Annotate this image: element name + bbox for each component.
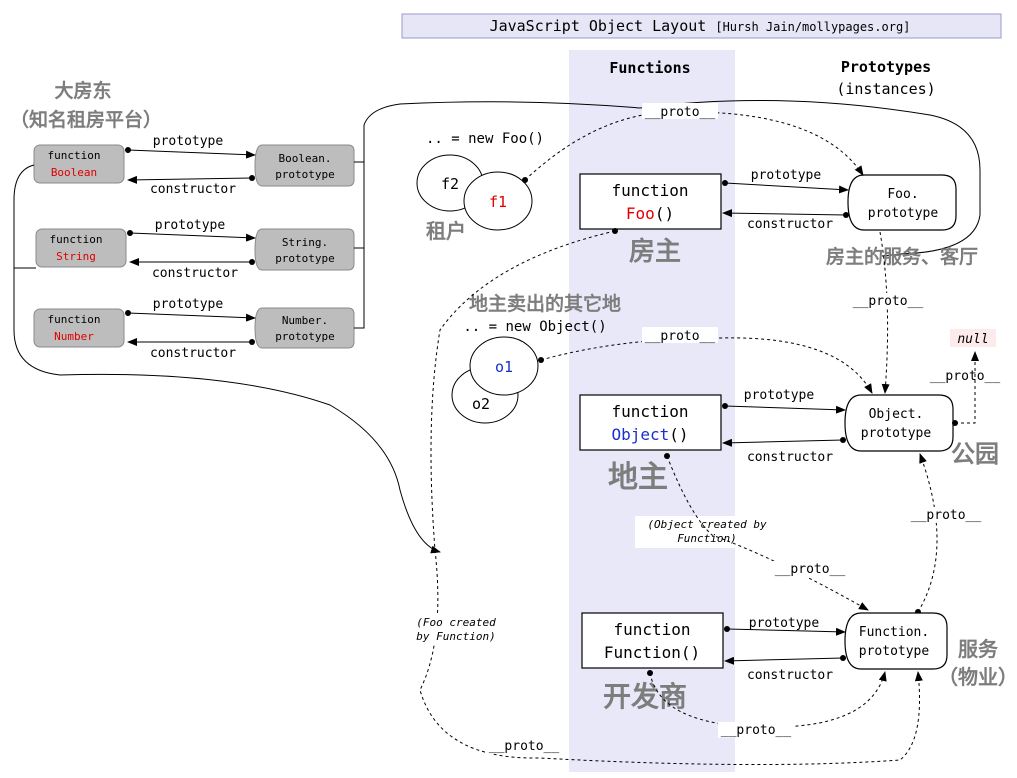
function-fn-keyword: function	[613, 620, 690, 639]
object-fn-keyword: function	[611, 402, 688, 421]
functions-header: Functions	[609, 59, 690, 77]
boolean-proto-line1: Boolean.	[279, 152, 332, 165]
f1-label: f1	[489, 193, 507, 211]
f2-label: f2	[441, 175, 459, 193]
boolean-fn-name: Boolean	[51, 166, 97, 179]
number-fn-keyword: function	[48, 313, 101, 326]
object-created-by-line2: Function)	[677, 532, 737, 545]
ground-owner-label: 地主	[608, 460, 668, 495]
boolean-function-node: function Boolean	[33, 144, 125, 184]
foo-proto-line1: Foo.	[887, 187, 918, 202]
object-constructor-edge-label: constructor	[747, 450, 833, 465]
tenant-label: 租户	[426, 219, 466, 243]
foo-fn-keyword: function	[611, 181, 688, 200]
string-fn-name: String	[56, 250, 96, 263]
function-proto-line2: prototype	[859, 644, 930, 659]
number-prototype-label: prototype	[153, 297, 224, 312]
object-proto-line2: prototype	[861, 426, 932, 441]
new-foo-label: .. = new Foo()	[426, 131, 544, 147]
diagram-title: JavaScript Object Layout	[490, 17, 707, 35]
foo-proto-line2: prototype	[868, 206, 939, 221]
prototypes-header: Prototypes	[841, 58, 931, 76]
svg-text:Foo(): Foo()	[626, 204, 674, 223]
other-land-label: 地主卖出的其它地	[469, 292, 621, 315]
null-label: null	[957, 332, 988, 347]
object-proto-null-label: __proto__	[930, 369, 1001, 384]
fooproto-proto-edge-label: __proto__	[853, 294, 924, 309]
string-prototype-label: prototype	[155, 218, 226, 233]
boolean-constructor-label: constructor	[150, 182, 236, 197]
instances-header: (instances)	[836, 80, 935, 98]
foo-prototype-edge-label: prototype	[751, 168, 822, 183]
landlord-label: 大房东	[54, 79, 111, 102]
object-fn-name: Object	[611, 425, 669, 444]
function-function-node: function Function()	[581, 612, 724, 669]
function-constructor-edge-label: constructor	[747, 668, 833, 683]
foo-function-node: function Foo()	[579, 173, 722, 230]
number-function-node: function Number	[33, 308, 125, 348]
owner-service-label: 房主的服务、客厅	[826, 245, 978, 268]
instance-o1: o1	[469, 336, 539, 396]
number-prototype-node: Number. prototype	[254, 307, 355, 349]
boolean-proto-line2: prototype	[275, 168, 335, 181]
function-fn-name: Function()	[604, 643, 700, 662]
owner-label: 房主	[629, 237, 681, 267]
function-self-proto-edge-label: __proto__	[721, 723, 792, 738]
o2-label: o2	[472, 395, 490, 413]
number-constructor-label: constructor	[150, 346, 236, 361]
string-constructor-label: constructor	[152, 266, 238, 281]
null-node: null	[950, 329, 996, 347]
object-prototype-node: Object. prototype	[844, 394, 954, 452]
foo-fn-name: Foo	[626, 204, 655, 223]
svg-text:Object(): Object()	[611, 425, 688, 444]
o1-label: o1	[495, 358, 513, 376]
string-proto-line2: prototype	[275, 252, 335, 265]
foo-fn-proto-edge-label: __proto__	[489, 739, 560, 754]
service-label: 服务	[958, 637, 999, 661]
foo-created-by-line1: (Foo created	[416, 616, 496, 629]
f1-proto-edge-label: __proto__	[645, 105, 716, 120]
instance-f1: f1	[463, 171, 533, 231]
boolean-prototype-node: Boolean. prototype	[254, 144, 355, 187]
property-mgmt-label: （物业）	[938, 665, 1017, 689]
object-fn-proto-edge-label: __proto__	[775, 562, 846, 577]
foo-fn-parens: ()	[655, 204, 674, 223]
string-prototype-node: String. prototype	[254, 228, 355, 271]
foo-prototype-node: Foo. prototype	[847, 174, 957, 231]
diagram-credit: [Hursh Jain/mollypages.org]	[715, 20, 910, 34]
number-fn-name: Number	[54, 330, 94, 343]
string-function-node: function String	[35, 228, 127, 268]
fnproto-proto-edge-label: __proto__	[911, 508, 982, 523]
number-proto-line1: Number.	[282, 314, 328, 327]
foo-created-by-line2: by Function)	[416, 630, 495, 643]
number-proto-line2: prototype	[275, 330, 335, 343]
object-created-by-line1: (Object created by	[647, 518, 767, 531]
park-label: 公园	[951, 440, 999, 468]
string-proto-line1: String.	[282, 236, 328, 249]
object-function-node: function Object()	[579, 394, 722, 451]
boolean-prototype-label: prototype	[153, 134, 224, 149]
title-bar: JavaScript Object Layout [Hursh Jain/mol…	[401, 13, 1002, 39]
function-prototype-edge-label: prototype	[749, 616, 820, 631]
o1-proto-edge-label: __proto__	[645, 329, 716, 344]
string-fn-keyword: function	[50, 233, 103, 246]
object-proto-line1: Object.	[869, 407, 924, 422]
function-proto-line1: Function.	[859, 625, 929, 640]
object-prototype-edge-label: prototype	[744, 388, 815, 403]
function-prototype-node: Function. prototype	[844, 612, 948, 670]
svg-text:JavaScript Object Layout: JavaScript Object Layout [Hursh Jain/mol…	[490, 17, 911, 35]
boolean-fn-keyword: function	[48, 149, 101, 162]
new-object-label: .. = new Object()	[463, 319, 606, 335]
landlord-subtitle: （知名租房平台）	[10, 108, 162, 131]
object-fn-parens: ()	[669, 425, 688, 444]
foo-constructor-edge-label: constructor	[747, 217, 833, 232]
